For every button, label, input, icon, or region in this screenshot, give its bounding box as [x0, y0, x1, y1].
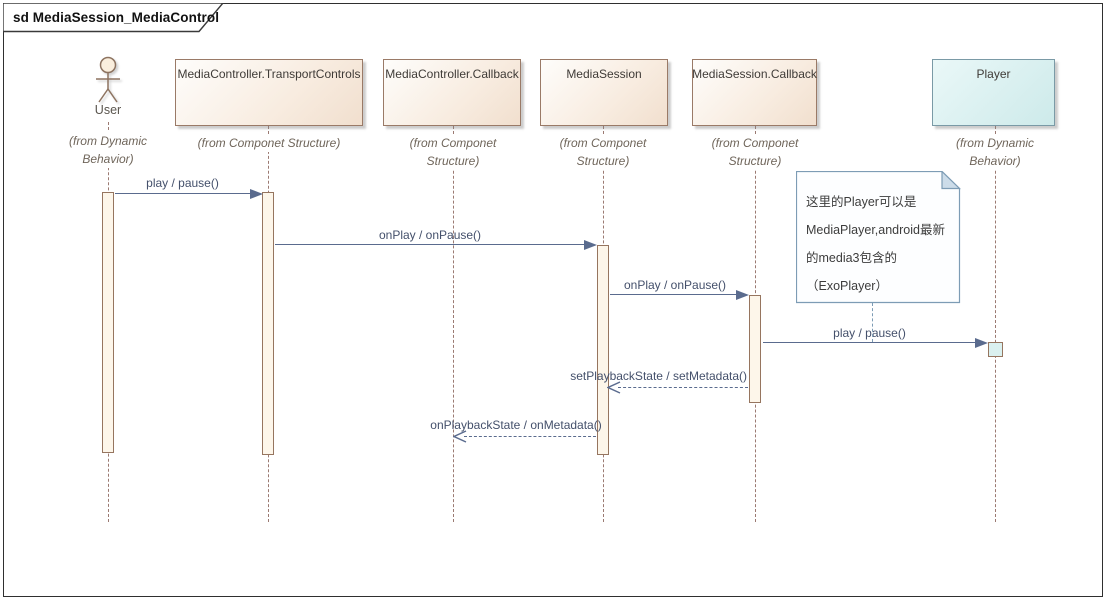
lifeline-head-mediacontroller-callback: MediaController.Callback: [383, 59, 521, 126]
message-3-label: onPlay / onPause(): [623, 278, 727, 292]
message-3-line: [610, 294, 737, 295]
from-label-mediasession-callback-line2: Structure): [728, 154, 782, 168]
message-4-line: [763, 342, 976, 343]
message-6-line: [464, 436, 596, 437]
from-label-user-line2: Behavior): [82, 152, 134, 166]
from-label-mediasession-line1: (from Componet: [559, 136, 647, 150]
from-label-mediasession-callback-line1: (from Componet: [711, 136, 799, 150]
lifeline-player: [995, 126, 996, 522]
message-5-line: [618, 387, 748, 388]
from-label-player-line1: (from Dynamic: [955, 136, 1034, 150]
lifeline-head-transportcontrols: MediaController.TransportControls: [175, 59, 363, 126]
from-label-transportcontrols-line1: (from Componet Structure): [197, 136, 341, 150]
lifeline-head-user-label: User: [94, 103, 122, 117]
message-1-arrowhead-icon: [250, 189, 263, 199]
message-6-open-arrowhead-icon: [453, 430, 467, 443]
message-1-line: [115, 193, 251, 194]
note-anchor-line: [872, 303, 873, 342]
message-5-label: setPlaybackState / setMetadata(): [570, 369, 747, 383]
note-text-line-1: 这里的Player可以是: [806, 195, 917, 209]
message-3-arrowhead-icon: [736, 290, 749, 300]
message-2-label: onPlay / onPause(): [378, 228, 482, 242]
activation-user: [102, 192, 114, 453]
from-label-user-line1: (from Dynamic: [68, 134, 147, 148]
activation-transportcontrols: [262, 192, 274, 455]
lifeline-mediacontroller-callback: [453, 126, 454, 522]
activation-mediasession-callback: [749, 295, 761, 403]
from-label-mediacontroller-callback-line1: (from Componet: [409, 136, 497, 150]
lifeline-head-player-label: Player: [976, 67, 1011, 81]
lifeline-head-mediasession-callback: MediaSession.Callback: [692, 59, 817, 126]
frame-title: sd MediaSession_MediaControl: [13, 10, 220, 25]
message-4-arrowhead-icon: [975, 338, 988, 348]
activation-mediasession: [597, 245, 609, 455]
lifeline-head-mediasession-callback-label: MediaSession.Callback: [692, 67, 817, 81]
message-2-line: [275, 244, 585, 245]
lifeline-head-mediasession: MediaSession: [540, 59, 668, 126]
note-fold-icon: [941, 171, 961, 190]
from-label-mediasession: (from Componet Structure): [523, 134, 683, 170]
lifeline-head-transportcontrols-label: MediaController.TransportControls: [177, 67, 361, 81]
message-2-arrowhead-icon: [584, 240, 597, 250]
activation-player: [988, 342, 1003, 357]
note-text-line-2: MediaPlayer,android最新: [806, 223, 945, 237]
from-label-mediasession-callback: (from Componet Structure): [675, 134, 835, 170]
lifeline-head-mediasession-label: MediaSession: [566, 67, 642, 81]
message-1-label: play / pause(): [146, 176, 219, 190]
from-label-user: (from Dynamic Behavior): [28, 132, 188, 168]
from-label-mediacontroller-callback: (from Componet Structure): [373, 134, 533, 170]
message-6-label: onPlaybackState / onMetadata(): [430, 418, 602, 432]
note-text-line-3: 的media3包含的: [806, 251, 897, 265]
note-text-line-4: （ExoPlayer）: [806, 279, 888, 293]
from-label-mediacontroller-callback-line2: Structure): [426, 154, 480, 168]
from-label-mediasession-line2: Structure): [576, 154, 630, 168]
from-label-player-line2: Behavior): [969, 154, 1021, 168]
from-label-player: (from Dynamic Behavior): [915, 134, 1075, 170]
frame-title-tab: [3, 3, 224, 33]
message-4-label: play / pause(): [833, 326, 906, 340]
actor-user-icon: [96, 56, 120, 103]
lifeline-head-player: Player: [932, 59, 1055, 126]
from-label-transportcontrols: (from Componet Structure): [169, 134, 369, 152]
note: [796, 171, 961, 304]
message-5-open-arrowhead-icon: [607, 381, 621, 394]
lifeline-head-mediacontroller-callback-label: MediaController.Callback: [385, 67, 519, 81]
